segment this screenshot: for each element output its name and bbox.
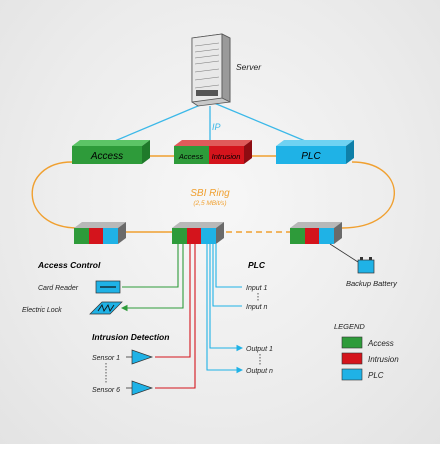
access-intrusion-module (174, 140, 252, 164)
battery-link (329, 243, 359, 263)
ring-title: SBI Ring (190, 188, 230, 199)
mixed-access-label: Access (178, 152, 203, 161)
legend-label-access: Access (367, 339, 394, 348)
card-reader-label: Card Reader (38, 285, 79, 292)
access-control-heading: Access Control (37, 260, 101, 270)
input-n-label: Input n (246, 304, 268, 311)
battery-label: Backup Battery (346, 279, 398, 288)
access-wires (120, 244, 184, 312)
input-1-label: Input 1 (246, 285, 268, 292)
sensor-1-icon (126, 349, 154, 365)
ring-speed: (2,5 MBit/s) (193, 200, 226, 207)
plc-module-label: PLC (301, 151, 321, 162)
legend-label-plc: PLC (368, 371, 384, 380)
electric-lock-label: Electric Lock (22, 307, 62, 314)
access-module (72, 140, 150, 164)
legend-swatch-plc (341, 368, 363, 381)
electric-lock-icon (89, 301, 123, 315)
output-n-label: Output n (246, 368, 273, 375)
sensor-6-icon (126, 380, 154, 396)
legend-label-intrusion: Intrusion (368, 355, 399, 364)
legend-swatch-intrusion (341, 352, 363, 365)
plc-wires (206, 244, 244, 374)
intrusion-heading: Intrusion Detection (92, 332, 169, 342)
legend: Access Intrusion PLC (341, 336, 399, 381)
legend-swatch-access (341, 336, 363, 349)
server-icon (191, 33, 231, 107)
output-1-label: Output 1 (246, 346, 273, 353)
plc-module (276, 140, 354, 164)
legend-title: LEGEND (334, 322, 365, 331)
plc-heading: PLC (248, 260, 266, 270)
ip-label: IP (212, 122, 221, 132)
ring-node-center (172, 222, 224, 244)
ip-links (109, 102, 311, 144)
intrusion-wires (155, 244, 196, 389)
sensor-1-label: Sensor 1 (92, 355, 120, 362)
battery-icon (357, 257, 375, 274)
ring-node-left (74, 222, 126, 244)
server-label: Server (236, 62, 262, 72)
sensor-6-label: Sensor 6 (92, 387, 120, 394)
ring-node-right (290, 222, 342, 244)
mixed-intrusion-label: Intrusion (212, 152, 241, 161)
access-module-label: Access (90, 151, 123, 162)
sbi-ring (31, 155, 395, 233)
card-reader-icon (95, 280, 121, 294)
